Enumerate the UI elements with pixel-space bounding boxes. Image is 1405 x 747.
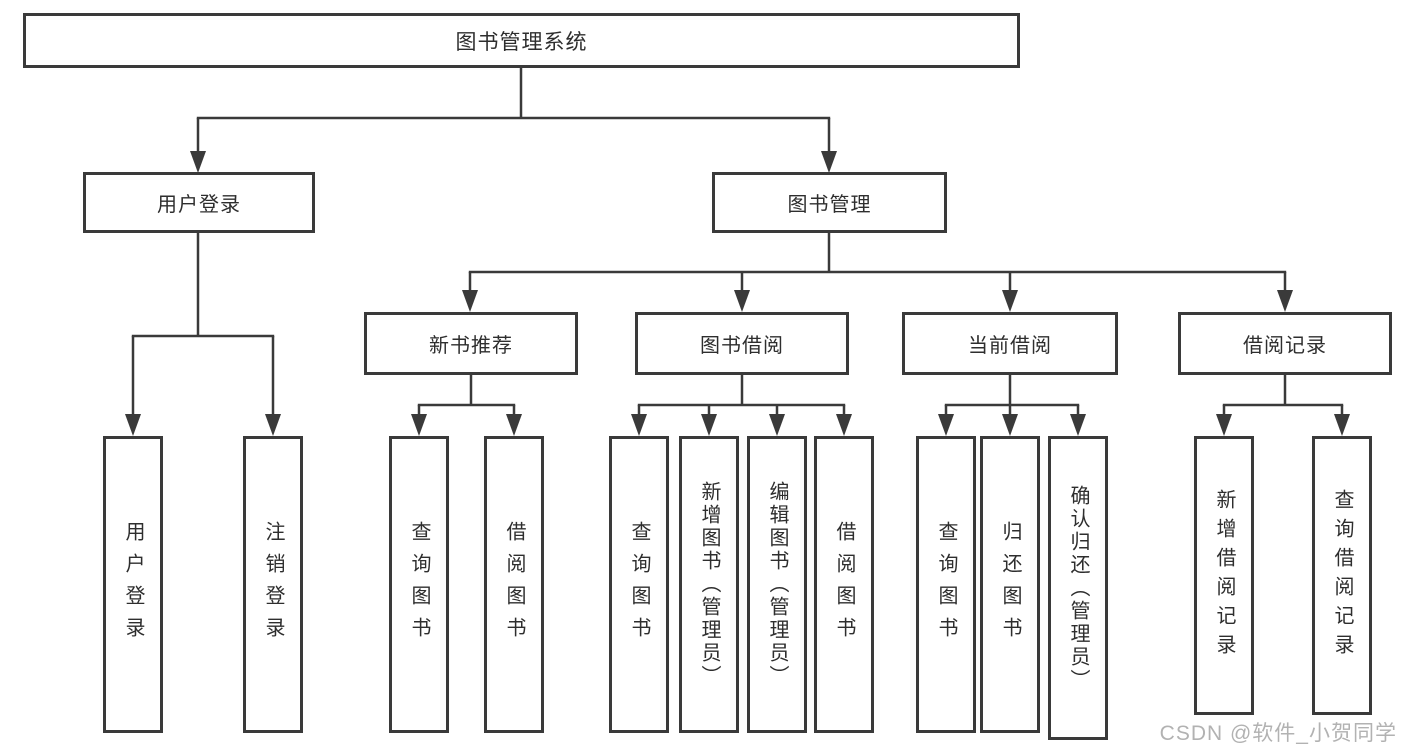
node-current-borrowing: 当前借阅 [902, 312, 1118, 375]
node-root-system: 图书管理系统 [23, 13, 1020, 68]
leaf-add-books-admin: 新增图书（管理员） [679, 436, 739, 733]
node-book-management: 图书管理 [712, 172, 947, 233]
leaf-query-books-rec: 查询图书 [389, 436, 449, 733]
node-new-book-recommendation: 新书推荐 [364, 312, 578, 375]
leaf-borrow-books: 借阅图书 [814, 436, 874, 733]
leaf-borrow-books-rec: 借阅图书 [484, 436, 544, 733]
leaf-add-borrow-record: 新增借阅记录 [1194, 436, 1254, 715]
node-book-borrowing: 图书借阅 [635, 312, 849, 375]
leaf-confirm-return-admin: 确认归还（管理员） [1048, 436, 1108, 740]
leaf-query-borrow-record: 查询借阅记录 [1312, 436, 1372, 715]
csdn-watermark: CSDN @软件_小贺同学 [1159, 722, 1397, 745]
leaf-query-books-borrow: 查询图书 [609, 436, 669, 733]
leaf-user-login: 用户登录 [103, 436, 163, 733]
node-borrowing-records: 借阅记录 [1178, 312, 1392, 375]
leaf-query-books-current: 查询图书 [916, 436, 976, 733]
leaf-return-books: 归还图书 [980, 436, 1040, 733]
leaf-edit-books-admin: 编辑图书（管理员） [747, 436, 807, 733]
node-user-login: 用户登录 [83, 172, 315, 233]
leaf-logout: 注销登录 [243, 436, 303, 733]
arrowheads [125, 151, 1350, 436]
